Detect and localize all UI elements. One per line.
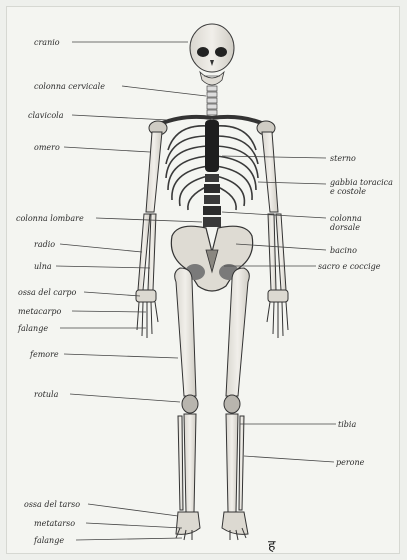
label-ulna: ulna: [34, 262, 52, 271]
label-cranio: cranio: [34, 38, 60, 47]
patella-left: [182, 395, 198, 413]
label-omero: omero: [34, 143, 60, 152]
cervical-spine: [207, 86, 217, 115]
label-ossa-del-tarso: ossa del tarso: [24, 500, 80, 509]
lower-leg-bones: [178, 414, 244, 512]
label-dorsale: dorsale: [330, 223, 360, 232]
artist-signature-mark: ह: [268, 536, 275, 555]
lumbar-spine: [203, 174, 221, 227]
hand-bones: [136, 290, 288, 338]
label-metatarso: metatarso: [34, 519, 75, 528]
label-rotula: rotula: [34, 390, 58, 399]
label-perone: perone: [336, 458, 364, 467]
label-clavicola: clavicola: [28, 111, 64, 120]
label-bacino: bacino: [330, 246, 357, 255]
label-radio: radio: [34, 240, 55, 249]
label-colonna-cervicale: colonna cervicale: [34, 82, 105, 91]
skull: [190, 24, 234, 85]
label-sterno: sterno: [330, 154, 356, 163]
label-e-costole: e costole: [330, 187, 366, 196]
foot-bones: [176, 512, 248, 540]
label-falange-mano: falange: [18, 324, 48, 333]
sternum: [205, 120, 219, 172]
label-gabbia-toracica: gabbia toracica: [330, 178, 393, 187]
label-colonna: colonna: [330, 214, 362, 223]
label-colonna-lombare: colonna lombare: [16, 214, 84, 223]
label-ossa-del-carpo: ossa del carpo: [18, 288, 76, 297]
label-metacarpo: metacarpo: [18, 307, 61, 316]
label-femore: femore: [30, 350, 59, 359]
patella-right: [224, 395, 240, 413]
label-tibia: tibia: [338, 420, 356, 429]
label-falange-piede: falange: [34, 536, 64, 545]
label-sacro-e-coccige: sacro e coccige: [318, 262, 381, 271]
